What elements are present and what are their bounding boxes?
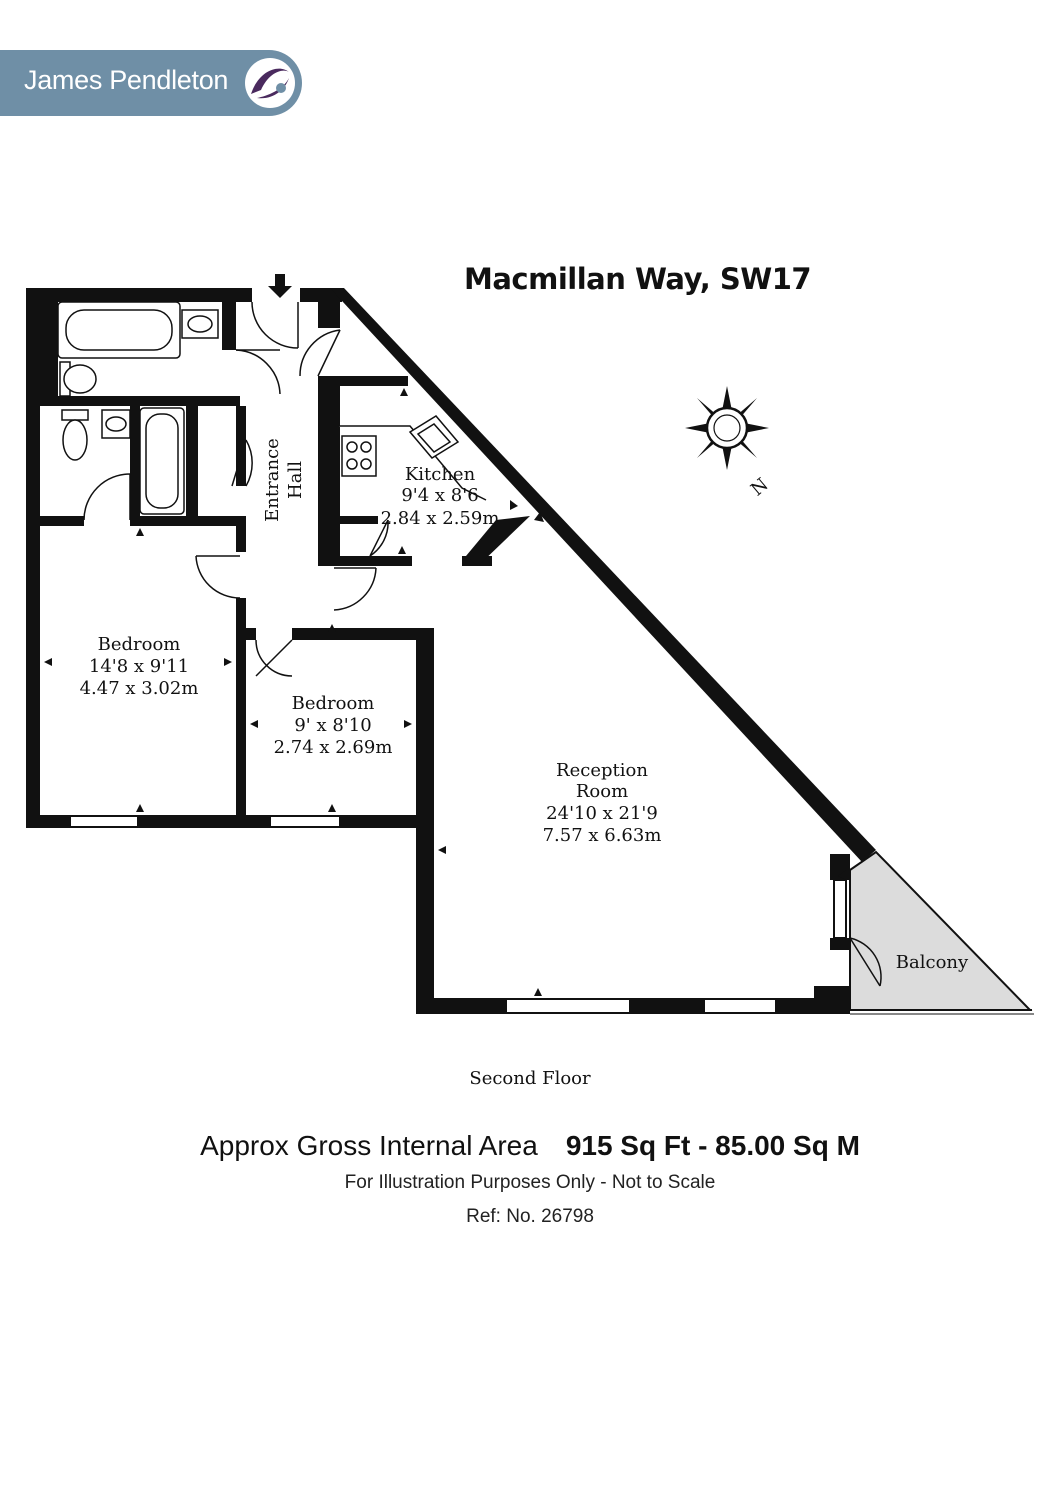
compass-north-label: N (747, 474, 773, 500)
area-value: 915 Sq Ft - 85.00 Sq M (565, 1130, 860, 1161)
bathroom-fixtures (57, 301, 219, 515)
balcony-area (849, 850, 1033, 1011)
kitchen-dims-metric: 2.84 x 2.59m (381, 508, 500, 529)
floor-label: Second Floor (469, 1068, 591, 1089)
reception-name-line2: Room (576, 781, 628, 802)
compass-icon (685, 386, 769, 470)
reception-dims-metric: 7.57 x 6.63m (543, 825, 662, 846)
reference-number: Ref: No. 26798 (466, 1206, 594, 1227)
walls (26, 288, 876, 1014)
entrance-arrow-icon (268, 274, 292, 298)
bedroom-2-name: Bedroom (292, 693, 375, 714)
kitchen-dims-imperial: 9'4 x 8'6 (401, 485, 478, 506)
windows (69, 815, 847, 1014)
reception-name-line1: Reception (556, 760, 648, 781)
logo-mark-icon (245, 58, 295, 108)
company-logo: James Pendleton (0, 50, 302, 116)
bedroom-1-dims-metric: 4.47 x 3.02m (80, 678, 199, 699)
balcony-name: Balcony (896, 952, 969, 973)
property-title: Macmillan Way, SW17 (464, 262, 812, 296)
entrance-hall-name-line1: Entrance (262, 438, 283, 522)
bedroom-1-dims-imperial: 14'8 x 9'11 (89, 656, 189, 677)
reception-dims-imperial: 24'10 x 21'9 (546, 803, 658, 824)
kitchen-name: Kitchen (405, 464, 476, 485)
area-summary: Approx Gross Internal Area 915 Sq Ft - 85… (0, 1130, 1060, 1162)
company-name: James Pendleton (24, 65, 229, 95)
bedroom-1-name: Bedroom (98, 634, 181, 655)
dimension-ticks (44, 388, 846, 996)
area-label: Approx Gross Internal Area (200, 1130, 538, 1161)
floor-plan: N Kitchen 9'4 x 8'6 2.84 x 2.59m Entranc… (26, 274, 1034, 1015)
entrance-hall-name-line2: Hall (285, 461, 306, 499)
disclaimer: For Illustration Purposes Only - Not to … (344, 1172, 716, 1193)
bedroom-2-dims-imperial: 9' x 8'10 (294, 715, 371, 736)
kitchen-fixtures (338, 415, 487, 501)
doors (83, 301, 882, 987)
bedroom-2-dims-metric: 2.74 x 2.69m (274, 737, 393, 758)
